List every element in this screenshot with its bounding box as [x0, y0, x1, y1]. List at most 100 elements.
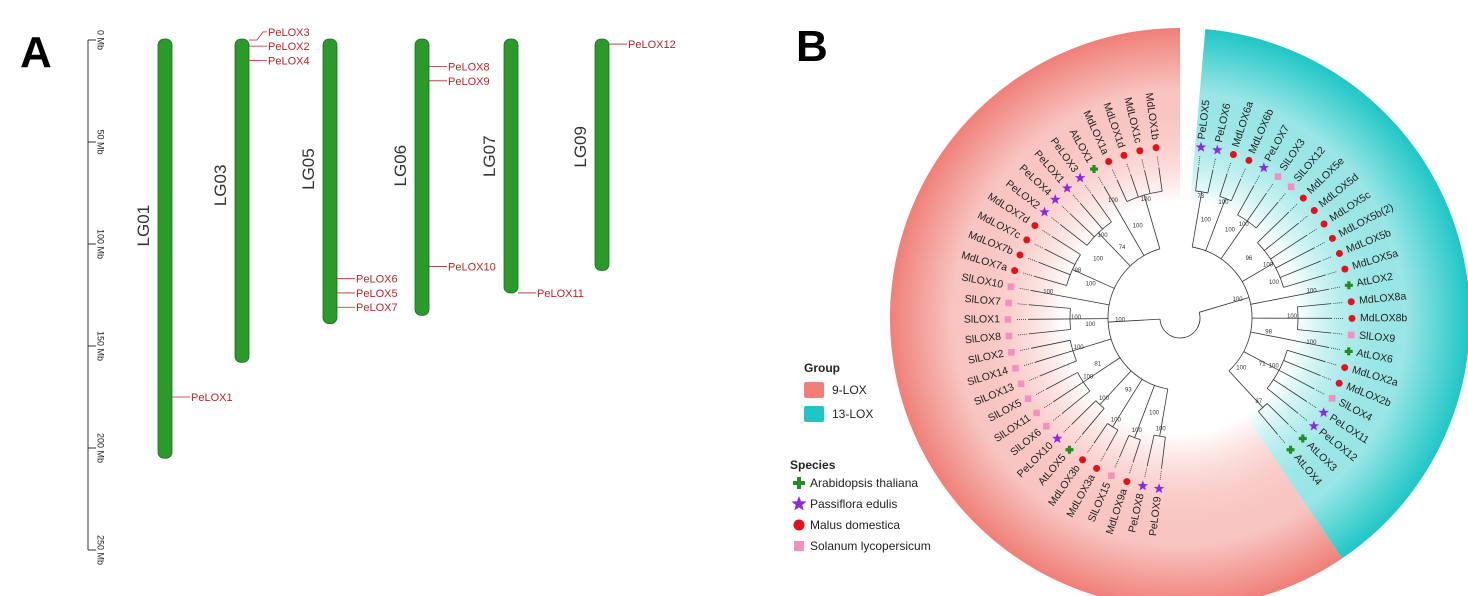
- bootstrap-value: 100: [1093, 257, 1104, 263]
- tree-branch: [1297, 329, 1332, 334]
- tree-branch: [1069, 213, 1095, 238]
- passiflora-marker: [1052, 433, 1063, 444]
- tree-branch: [1258, 403, 1268, 412]
- tree-branch: [1270, 234, 1308, 260]
- tree-branch: [1072, 269, 1115, 289]
- bootstrap-value: 100: [1074, 345, 1085, 351]
- leaf-label: MdLOX8b: [1360, 312, 1407, 324]
- tree-branch: [1219, 195, 1232, 202]
- leaf-guide: [1299, 215, 1309, 223]
- tree-branch: [1144, 170, 1151, 194]
- leaf-guide: [1072, 193, 1080, 203]
- leaf-guide: [1327, 271, 1338, 275]
- gene-connector: [249, 31, 267, 41]
- scale-tick-label: 0 Mb: [96, 30, 106, 50]
- tree-branch: [1134, 385, 1155, 438]
- leaf-label: PeLOX9: [1147, 496, 1164, 537]
- solanum-marker: [1007, 283, 1015, 290]
- leaf-guide: [1254, 174, 1261, 184]
- tree-branch: [1241, 263, 1274, 282]
- tree-branch: [1287, 349, 1326, 363]
- tree-branch: [1275, 247, 1315, 269]
- passiflora-marker: [1050, 194, 1061, 205]
- chromosome-name: LG07: [480, 135, 499, 177]
- leaf-guide: [1315, 389, 1326, 395]
- leaf-guide: [1041, 229, 1051, 236]
- leaf-label: PeLOX5: [1196, 99, 1213, 140]
- bootstrap-value: 87: [1255, 399, 1262, 405]
- bootstrap-value: 100: [1269, 280, 1280, 286]
- leaf-guide: [1278, 435, 1286, 444]
- solanum-marker: [1347, 331, 1355, 339]
- legend-species-label: Solanum lycopersicum: [810, 539, 931, 553]
- tree-branch: [1132, 439, 1141, 463]
- passiflora-marker: [1074, 172, 1086, 183]
- leaf-guide: [1027, 257, 1037, 262]
- tree-branch: [1038, 261, 1071, 276]
- legend-species-label: Passiflora edulis: [810, 497, 897, 511]
- gene-label: PeLOX6: [356, 274, 398, 286]
- tree-branch: [1205, 198, 1226, 251]
- tree-branch: [1034, 350, 1074, 363]
- bootstrap-value: 100: [1306, 340, 1317, 346]
- legend-species-label: Arabidopsis thaliana: [810, 476, 918, 490]
- malus-marker: [1152, 144, 1160, 152]
- arabidopsis-marker: [1344, 347, 1353, 356]
- tree-branch: [1246, 192, 1267, 222]
- bootstrap-value: 100: [1141, 197, 1152, 203]
- gene-label: PeLOX11: [537, 288, 584, 300]
- leaf-guide: [1141, 158, 1145, 169]
- malus-marker: [1123, 478, 1131, 486]
- tree-branch: [1072, 338, 1112, 352]
- malus-marker: [1120, 151, 1128, 159]
- tree-branch: [1264, 222, 1299, 251]
- legend-square-icon: [794, 541, 804, 551]
- leaf-guide: [1279, 192, 1287, 201]
- tree-branch: [1069, 308, 1071, 330]
- tree-branch: [1045, 372, 1078, 390]
- malus-marker: [1328, 234, 1336, 242]
- tree-branch: [1112, 379, 1143, 428]
- tree-branch: [1266, 403, 1289, 425]
- bootstrap-value: 100: [1083, 375, 1094, 381]
- sector-gap: [1180, 26, 1206, 318]
- bootstrap-value: 100: [1156, 426, 1167, 432]
- leaf-label: MdLOX8a: [1359, 290, 1407, 306]
- bootstrap-value: 100: [1218, 200, 1229, 206]
- leaf-guide: [1322, 256, 1333, 261]
- chromosome-bar: [157, 38, 173, 459]
- malus-marker: [1348, 314, 1356, 322]
- tree-branch: [1159, 388, 1169, 437]
- gene-label: PeLOX10: [448, 261, 496, 273]
- tree-branch: [1109, 196, 1145, 256]
- solanum-marker: [1033, 409, 1040, 417]
- solanum-marker: [1017, 380, 1025, 388]
- scale-tick-label: 250 Mb: [96, 535, 106, 565]
- bootstrap-value: 98: [1265, 330, 1272, 336]
- bootstrap-value: 100: [1085, 322, 1096, 328]
- gene-label: PeLOX4: [268, 55, 310, 67]
- tree-branch: [1098, 232, 1131, 267]
- panel-label-a: A: [20, 28, 52, 77]
- bootstrap-value: 100: [1132, 428, 1143, 434]
- solanum-marker: [1043, 422, 1050, 430]
- tree-branch: [1195, 167, 1199, 192]
- tree-branch: [1158, 167, 1163, 192]
- malus-marker: [1299, 194, 1307, 202]
- leaf-guide: [1213, 157, 1217, 168]
- bootstrap-value: 71: [1259, 362, 1266, 368]
- tree-branch: [1081, 408, 1105, 435]
- tree-branch: [1279, 260, 1322, 278]
- solanum-marker: [1024, 395, 1032, 403]
- solanum-marker: [1004, 316, 1012, 323]
- leaf-guide: [1050, 216, 1059, 224]
- scale-tick-label: 150 Mb: [96, 331, 106, 361]
- leaf-guide: [1016, 333, 1027, 336]
- legend-circle-icon: [793, 519, 805, 531]
- bootstrap-value: 100: [1287, 314, 1298, 320]
- tree-branch: [1255, 201, 1279, 229]
- tree-branch: [1083, 357, 1121, 383]
- bootstrap-value: 100: [1099, 396, 1110, 402]
- bootstrap-value: 100: [1149, 411, 1160, 417]
